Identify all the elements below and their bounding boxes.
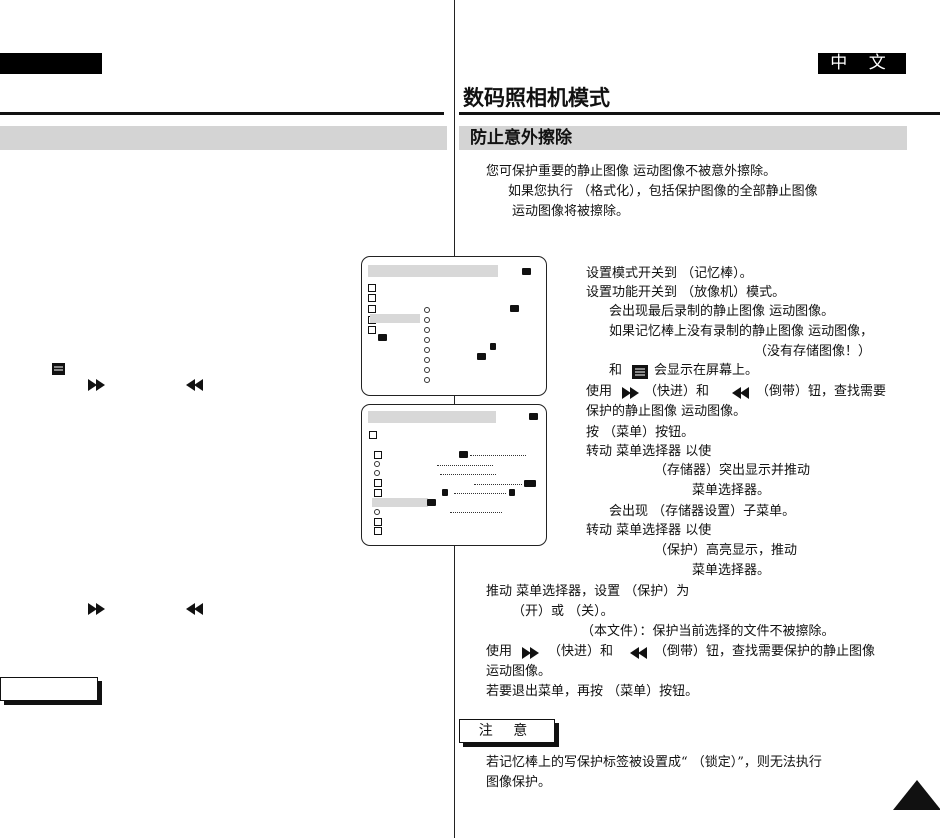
step-note: 和 <box>609 363 623 378</box>
fast-forward-icon <box>88 600 106 619</box>
protect-icon <box>509 489 515 496</box>
note-box-english <box>0 677 98 701</box>
step-8-text: （快进）和 <box>548 644 614 659</box>
option-dot <box>424 307 430 313</box>
step-3-text: 保护的静止图像 运动图像。 <box>586 404 747 419</box>
step-7-text: （本文件）：保护当前选择的文件不被擦除。 <box>581 624 835 639</box>
step-4: 按 （菜单）按钮。 <box>586 425 695 440</box>
note-text: 若记忆棒上的写保护标签被设置成“ （锁定）”，则无法执行 <box>486 755 822 770</box>
rewind-icon <box>186 376 204 395</box>
dotted-leader <box>437 465 493 466</box>
step-5: 转动 菜单选择器 以使 <box>586 444 712 459</box>
protect-icon <box>490 343 496 350</box>
step-6-text: 菜单选择器。 <box>692 563 771 578</box>
menu-tab-icon <box>369 431 377 439</box>
screen-title-bar <box>368 411 496 423</box>
memory-stick-icon <box>522 268 531 275</box>
dotted-leader <box>470 455 526 456</box>
option-dot <box>424 347 430 353</box>
memory-icon <box>378 334 387 341</box>
step-8: 使用 <box>486 644 513 659</box>
memory-stick-icon <box>459 451 468 458</box>
step-5-text: （存储器）突出显示并推动 <box>654 463 811 478</box>
page-corner-triangle <box>893 780 940 810</box>
page-title: 数码照相机模式 <box>463 86 610 110</box>
intro-line: 如果您执行 （格式化），包括保护图像的全部静止图像 <box>508 184 818 199</box>
menu-icon <box>632 364 648 379</box>
step-3: 使用 <box>586 384 613 399</box>
option-dot <box>424 357 430 363</box>
rewind-icon <box>630 644 648 663</box>
section-bar <box>459 126 907 150</box>
option-dot <box>424 377 430 383</box>
screen-title-bar <box>368 265 498 277</box>
intro-line: 运动图像将被擦除。 <box>512 204 630 219</box>
header-rule <box>0 112 444 115</box>
menu-tab-icon <box>374 527 382 535</box>
step-6-text: （保护）高亮显示，推动 <box>654 543 798 558</box>
step-3-text: （倒带）钮，查找需要 <box>756 384 887 399</box>
note-label: 注 意 <box>459 719 555 743</box>
camera-icon <box>427 499 436 506</box>
step-7-text: （开）或 （关）。 <box>512 604 614 619</box>
menu-icon <box>52 360 65 375</box>
note-text: 图像保护。 <box>486 775 552 790</box>
memory-stick-icon <box>510 305 519 312</box>
fast-forward-icon <box>88 376 106 395</box>
step-9: 若要退出菜单，再按 （菜单）按钮。 <box>486 684 699 699</box>
step-8-text: 运动图像。 <box>486 664 552 679</box>
header-rule <box>459 112 940 115</box>
lcd-screen-illustration <box>361 404 547 546</box>
menu-tab-icon <box>374 489 382 497</box>
menu-tab-icon <box>368 305 376 313</box>
menu-tab-icon <box>374 451 382 459</box>
intro-line: 您可保护重要的静止图像 运动图像不被意外擦除。 <box>486 164 777 179</box>
option-dot <box>424 367 430 373</box>
lcd-screen-illustration <box>361 256 547 396</box>
protect-icon <box>442 489 448 496</box>
step-2: 设置功能开关到 （放像机）模式。 <box>586 285 786 300</box>
option-dot <box>424 327 430 333</box>
rewind-icon <box>732 384 750 403</box>
option-dot <box>374 470 380 476</box>
menu-tab-icon <box>368 326 376 334</box>
camera-icon <box>477 353 486 360</box>
step-note: 会出现最后录制的静止图像 运动图像。 <box>609 304 835 319</box>
dotted-leader <box>450 512 502 513</box>
highlight-row <box>372 498 428 507</box>
step-8-text: （倒带）钮，查找需要保护的静止图像 <box>654 644 876 659</box>
memory-stick-icon <box>529 413 538 420</box>
dotted-leader <box>474 484 522 485</box>
step-7: 推动 菜单选择器，设置 （保护）为 <box>486 584 690 599</box>
fast-forward-icon <box>522 644 540 663</box>
section-title: 防止意外擦除 <box>470 128 572 148</box>
english-language-tab <box>0 53 102 74</box>
step-note: 如果记忆棒上没有录制的静止图像 运动图像， <box>609 324 874 339</box>
step-5-text: 菜单选择器。 <box>692 483 771 498</box>
dotted-leader <box>440 474 496 475</box>
menu-tab-icon <box>368 294 376 302</box>
chinese-language-tab: 中 文 <box>818 53 906 74</box>
option-dot <box>374 509 380 515</box>
option-dot <box>424 337 430 343</box>
left-section-bar <box>0 126 447 150</box>
step-1: 设置模式开关到 （记忆棒）。 <box>586 266 753 281</box>
step-note: 会出现 （存储器设置）子菜单。 <box>609 504 796 519</box>
menu-tab-icon <box>374 479 382 487</box>
step-note: 会显示在屏幕上。 <box>654 363 759 378</box>
dotted-leader <box>454 493 506 494</box>
fast-forward-icon <box>622 384 640 403</box>
menu-tab-icon <box>368 284 376 292</box>
memory-stick-icon <box>524 480 536 487</box>
option-dot <box>424 317 430 323</box>
step-note: （没有存储图像！） <box>754 344 872 359</box>
highlight-row <box>370 314 420 323</box>
step-6: 转动 菜单选择器 以使 <box>586 523 712 538</box>
menu-tab-icon <box>374 518 382 526</box>
step-3-text: （快进）和 <box>644 384 710 399</box>
rewind-icon <box>186 600 204 619</box>
option-dot <box>374 461 380 467</box>
